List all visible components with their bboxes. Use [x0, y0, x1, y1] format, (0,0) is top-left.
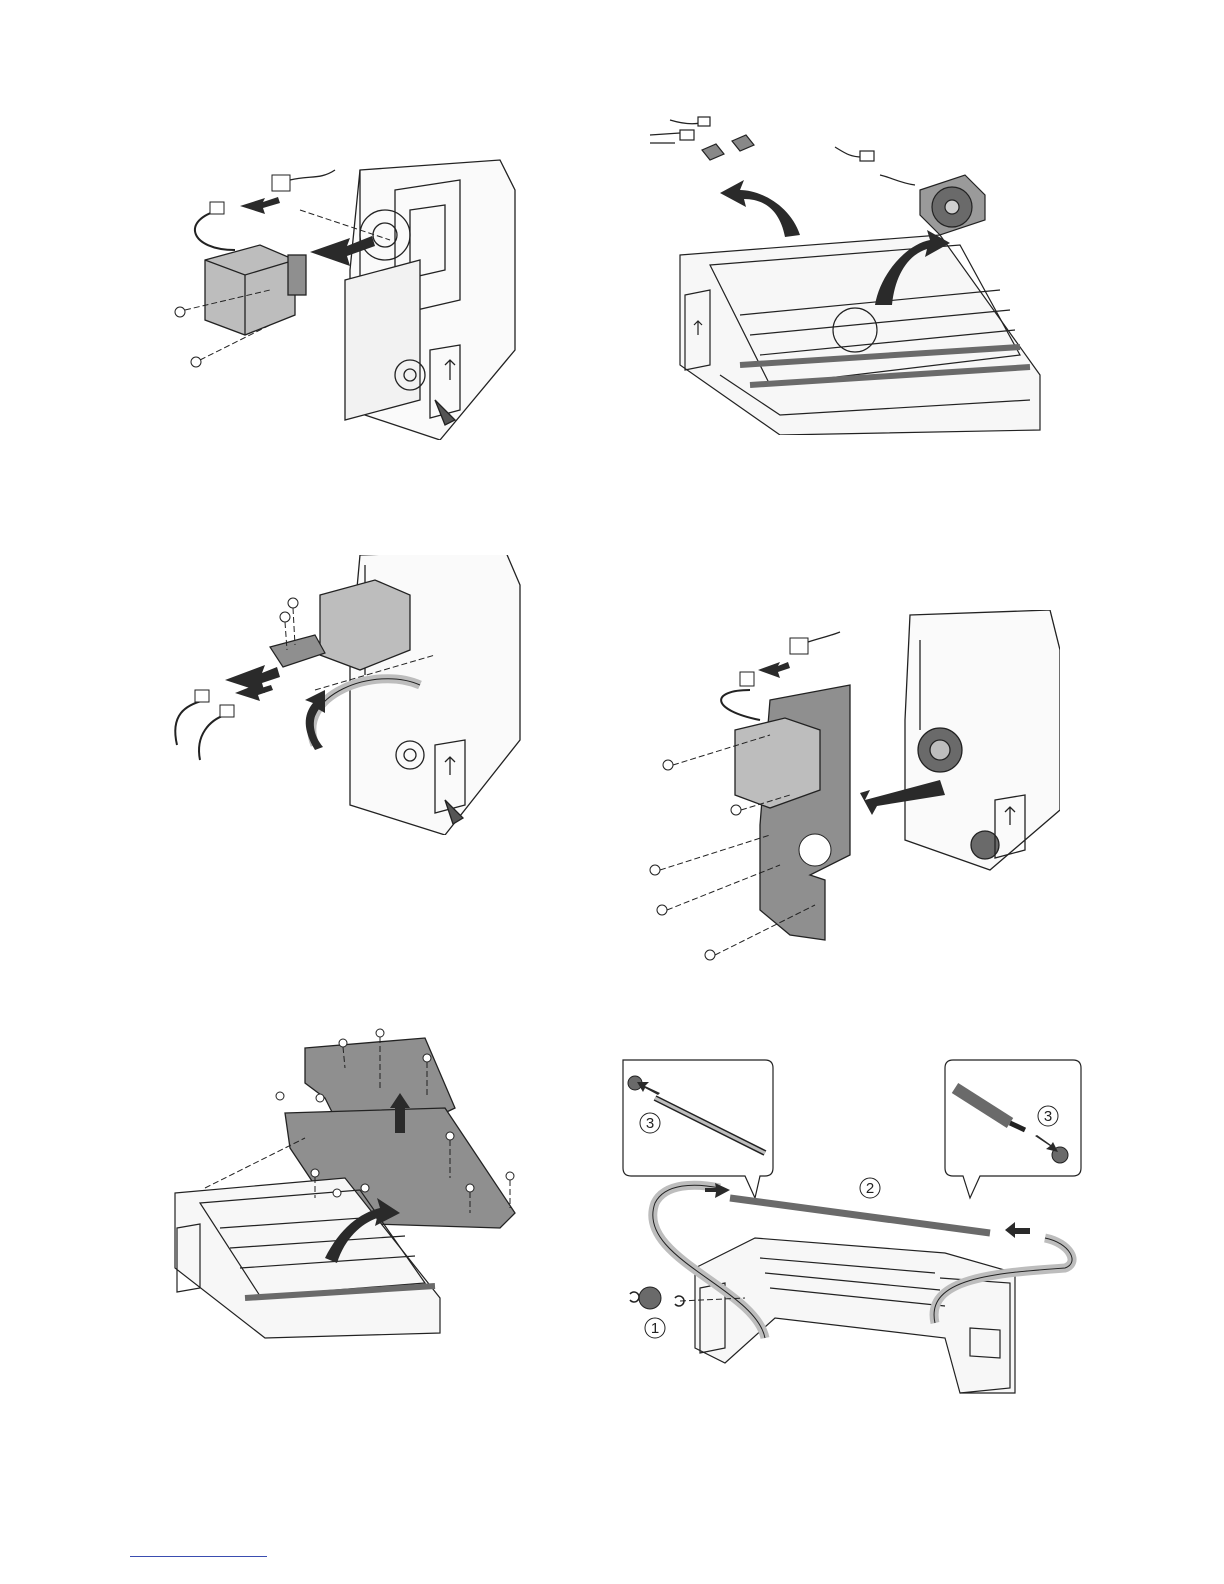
figure-6-roller-shaft-removal: 3 3 2	[615, 1058, 1085, 1398]
figure-6-illustration: 3 3 2	[615, 1058, 1085, 1398]
callout-number-3b: 3	[1044, 1108, 1052, 1125]
footer-rule	[130, 1556, 267, 1557]
figure-5-cover-removal	[165, 1028, 535, 1343]
screw-icon	[650, 760, 741, 960]
figure-3-pwb-removal	[165, 555, 530, 835]
callout-number-2: 2	[866, 1180, 874, 1197]
motor-part	[735, 718, 820, 808]
detail-callout-right	[945, 1060, 1081, 1198]
figure-1-illustration	[160, 150, 530, 440]
fan-icon	[920, 175, 985, 235]
figure-4-motor-bracket-removal	[640, 610, 1060, 970]
figure-3-illustration	[165, 555, 530, 835]
bracket-part	[270, 635, 325, 667]
screw-icon	[175, 307, 201, 367]
screw-icon	[280, 598, 298, 622]
figure-2-illustration	[640, 115, 1060, 435]
figure-2-sensor-fan-removal	[640, 115, 1060, 435]
figure-1-motor-removal	[160, 150, 530, 440]
figure-4-illustration	[640, 610, 1060, 970]
figure-5-illustration	[165, 1028, 535, 1343]
gear-icon	[639, 1287, 661, 1309]
arrow-icon	[225, 665, 325, 750]
roller-shaft	[730, 1198, 990, 1233]
motor-part	[205, 245, 306, 335]
callout-number-1: 1	[651, 1320, 659, 1337]
callout-number-3a: 3	[646, 1115, 654, 1132]
arrow-icon	[758, 662, 790, 678]
